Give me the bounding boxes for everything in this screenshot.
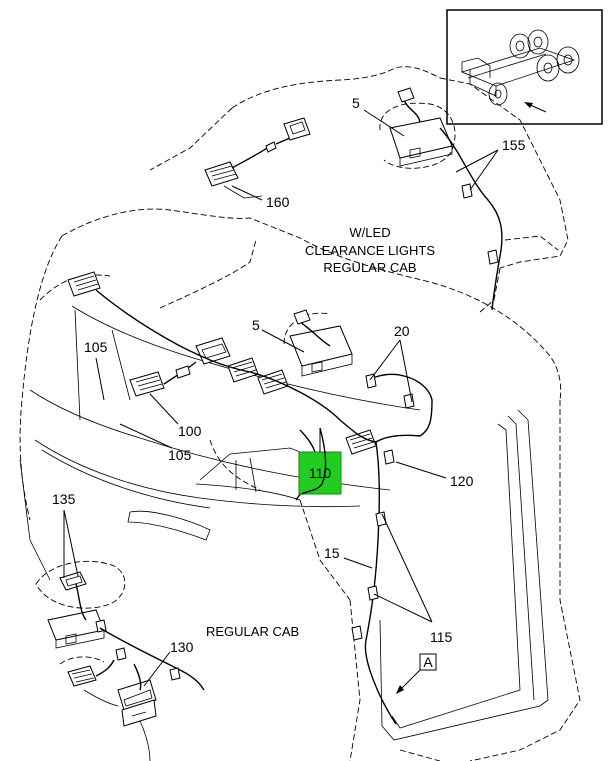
- callout-160: 160: [266, 194, 290, 210]
- callout-5-mid: 5: [252, 317, 260, 333]
- roof-lamp-left: [67, 271, 101, 297]
- wire-110: [301, 427, 327, 495]
- leader-155: [455, 149, 499, 191]
- leader-120: [395, 461, 447, 479]
- leader-135: [63, 509, 79, 578]
- caption-regular-cab: REGULAR CAB: [206, 624, 299, 639]
- callout-100: 100: [178, 423, 202, 439]
- callout-105-a: 105: [84, 339, 108, 355]
- caption-led-line2: CLEARANCE LIGHTS: [305, 243, 435, 258]
- leader-100: [149, 393, 179, 425]
- upper-roof-outline: [149, 66, 569, 313]
- callout-115: 115: [430, 629, 453, 645]
- caption-led-line3: REGULAR CAB: [323, 260, 416, 275]
- roof-harness: [95, 289, 433, 725]
- callout-135: 135: [52, 491, 76, 507]
- callout-20: 20: [394, 323, 410, 339]
- leader-5-top: [363, 109, 405, 137]
- marker-lamp-160: [204, 117, 311, 199]
- callout-130: 130: [170, 639, 194, 655]
- leader-160: [231, 185, 263, 201]
- caption-led-line1: W/LED: [349, 225, 390, 240]
- lower-left-assembly: [35, 560, 205, 727]
- callout-5-top: 5: [352, 95, 360, 111]
- leader-105-b: [119, 423, 173, 449]
- leader-130: [143, 651, 171, 687]
- leader-15: [343, 557, 373, 569]
- view-a-label: A: [423, 654, 433, 670]
- module-5-mid: [283, 309, 353, 377]
- callout-120: 120: [450, 473, 474, 489]
- callout-15: 15: [324, 545, 340, 561]
- inset-truck-view: [446, 9, 603, 125]
- marker-lamp-center: [195, 337, 377, 455]
- leader-115: [373, 513, 433, 623]
- module-5-top: [379, 87, 503, 311]
- view-a-marker: [396, 653, 437, 694]
- leader-5-mid: [261, 329, 305, 353]
- leader-20: [369, 339, 413, 403]
- callout-105-b: 105: [168, 447, 192, 463]
- leader-105-a: [95, 357, 105, 401]
- callout-110[interactable]: 110: [309, 465, 332, 481]
- marker-lamp-100: [129, 371, 165, 397]
- callout-155: 155: [502, 137, 526, 153]
